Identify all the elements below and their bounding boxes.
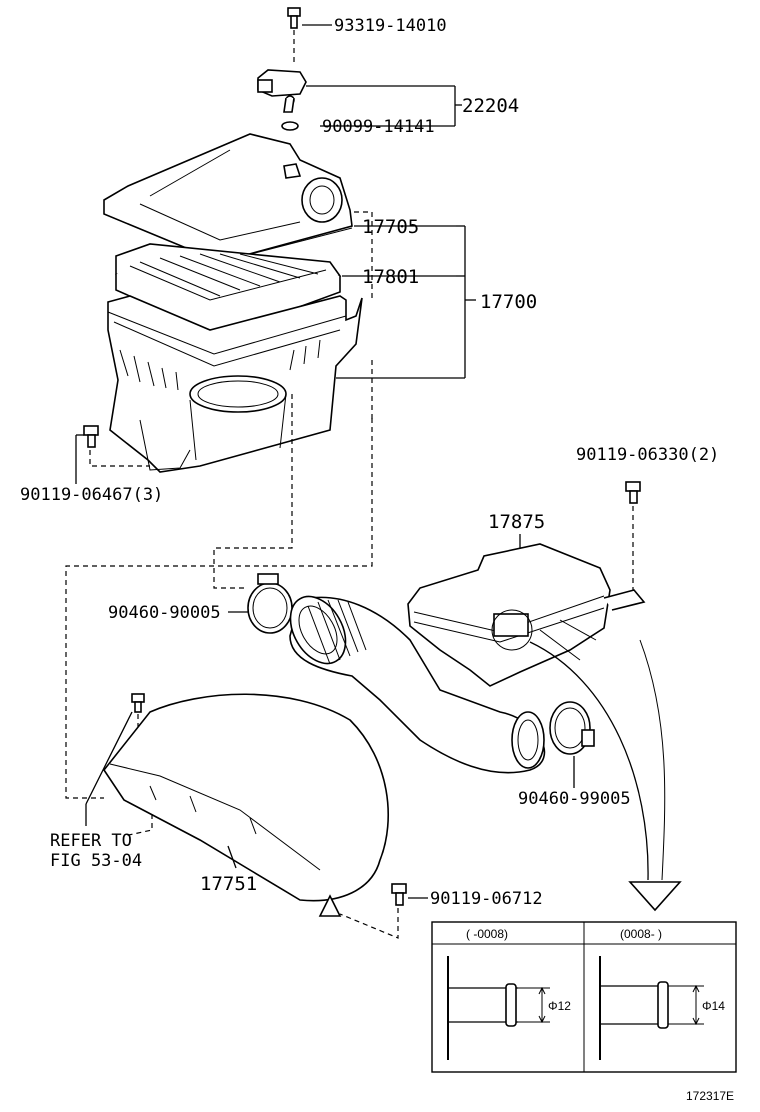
bolt-bottom [391,883,407,906]
hose-clamp-left [247,573,293,634]
label-clamp-right: 90460-99005 [518,789,631,809]
inset-left-header: ( -0008) [466,927,508,941]
inset-right-header: (0008- ) [620,927,662,941]
bolt-top [287,7,301,29]
bolt-right [625,481,641,504]
label-resonator: 17875 [488,511,545,533]
air-cleaner-cap [103,133,353,263]
detail-arrow [491,609,682,912]
inset-right-dim: Φ14 [702,999,725,1013]
air-cleaner-case [107,295,363,473]
inset-left-dim: Φ12 [548,999,571,1013]
label-oring: 90099-14141 [322,117,435,137]
label-bolt-right: 90119-06330(2) [576,445,719,465]
label-cap: 17705 [362,216,419,238]
label-sensor-assy: 22204 [462,95,519,117]
label-element: 17801 [362,266,419,288]
label-duct: 17751 [200,873,257,895]
filter-element [115,243,342,337]
bolt-left [83,425,99,448]
resonator [407,543,646,687]
figure-id: 172317E [686,1089,734,1103]
label-refer-2: FIG 53-04 [50,851,142,871]
inset-detail: ( -0008) (0008- ) Φ12 Φ14 [431,921,737,1073]
label-bolt-bottom: 90119-06712 [430,889,543,909]
label-refer-1: REFER TO [50,831,132,851]
intake-hose [289,595,546,774]
o-ring [281,121,299,131]
hose-clamp-right [549,701,595,755]
air-flow-sensor [257,69,307,113]
label-cleaner-assy: 17700 [480,291,537,313]
label-bolt-left: 90119-06467(3) [20,485,163,505]
label-clamp-left: 90460-90005 [108,603,221,623]
bolt-duct-top [131,693,145,713]
label-bolt-top: 93319-14010 [334,16,447,36]
air-duct [103,693,389,917]
